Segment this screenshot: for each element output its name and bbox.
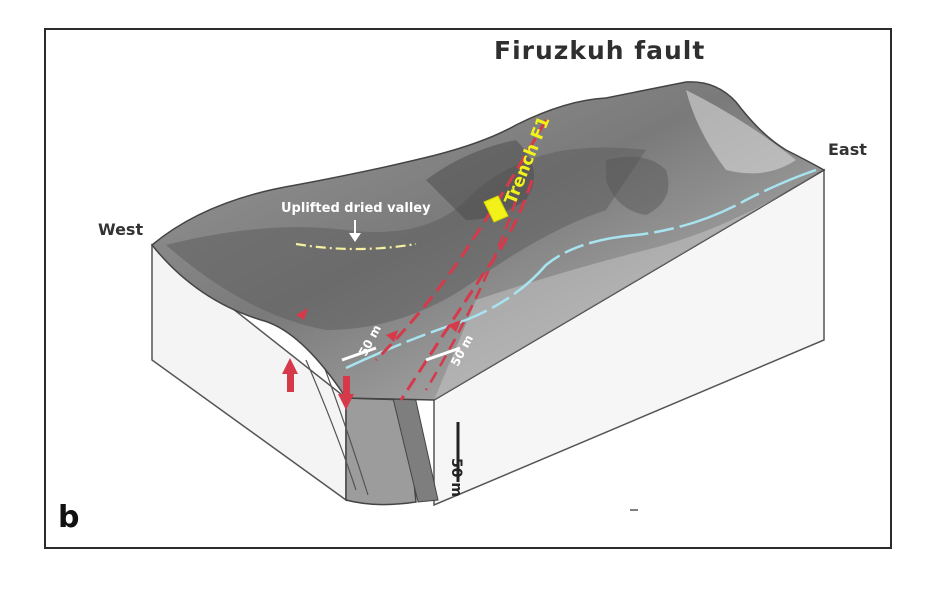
slip-arrow-1	[296, 308, 308, 320]
scale-bar-h1	[341, 346, 377, 362]
fault-trace-2	[399, 179, 534, 401]
slip-arrow-3	[448, 320, 461, 332]
fault-trace-1	[374, 119, 548, 362]
figure-title: Firuzkuh fault	[494, 36, 706, 65]
figure-frame: Firuzkuh fault West East Uplifted dried …	[44, 28, 892, 549]
scale-bar-h2	[425, 346, 461, 362]
trench-marker	[483, 195, 509, 223]
direction-west: West	[98, 220, 144, 239]
slip-arrow-2	[386, 330, 398, 342]
scale-label-vertical: 50 m	[448, 458, 464, 497]
valley-trace	[295, 242, 417, 251]
stream	[345, 168, 817, 370]
uplifted-valley-label: Uplifted dried valley	[281, 201, 431, 216]
vertical-arrow-down	[338, 376, 354, 410]
block-diagram	[150, 81, 826, 511]
fault-trace-3	[424, 199, 518, 391]
vertical-arrow-up	[282, 358, 298, 392]
direction-east: East	[828, 140, 867, 159]
panel-letter: b	[58, 500, 80, 535]
fault-plane	[345, 397, 417, 506]
